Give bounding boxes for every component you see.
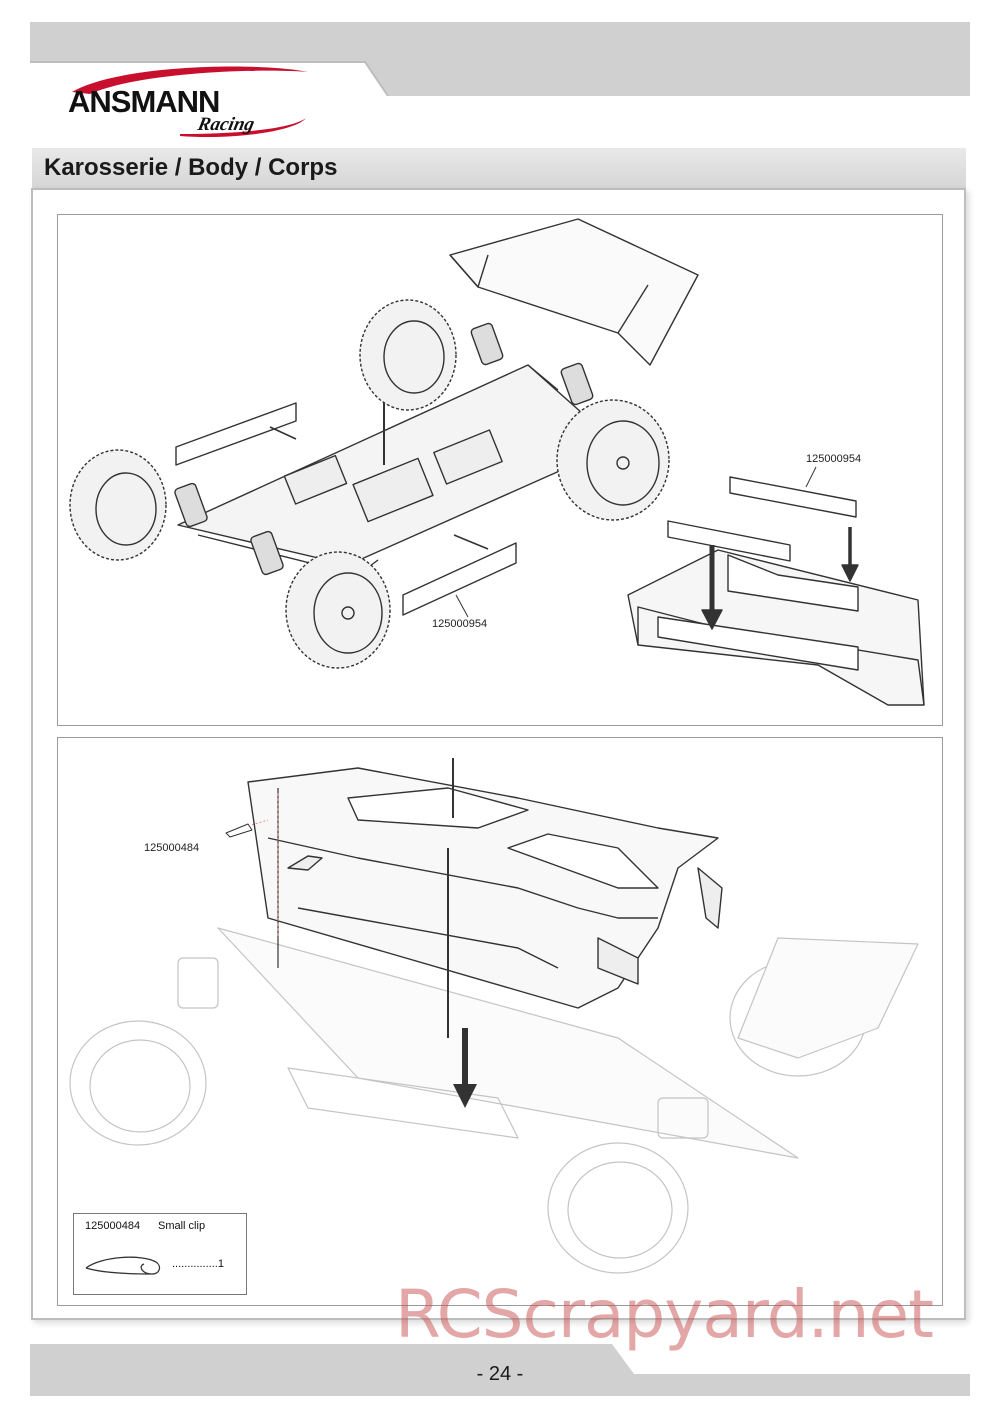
decal-label-left: 125000954 bbox=[432, 618, 488, 630]
page-number: - 24 - bbox=[476, 1363, 524, 1385]
content-frame bbox=[31, 188, 966, 1320]
brand-name: ANSMANN bbox=[68, 84, 220, 119]
brand-logo: ANSMANN Racing bbox=[60, 62, 310, 142]
small-clip-drawing-icon bbox=[85, 1256, 161, 1275]
brand-subname: Racing bbox=[195, 114, 257, 135]
step-1-panel: 125000954 125000954 bbox=[57, 214, 943, 726]
decal-label-right: 125000954 bbox=[806, 453, 862, 465]
parts-list-part-name: Small clip bbox=[158, 1220, 206, 1232]
faded-chassis bbox=[69, 927, 919, 1274]
clip-callout-label: 125000484 bbox=[144, 842, 200, 854]
parts-list-box: 125000484 Small clip ...............1 bbox=[73, 1213, 247, 1295]
body-shell bbox=[247, 767, 723, 1009]
wheel-front-right bbox=[285, 551, 391, 669]
section-title-bar: Karosserie / Body / Corps bbox=[32, 148, 966, 188]
header-band bbox=[30, 22, 970, 96]
small-clip-icon bbox=[225, 823, 253, 838]
chassis-illustration bbox=[69, 218, 925, 706]
wheel-rear-left bbox=[359, 299, 457, 411]
footer-band bbox=[30, 1344, 970, 1396]
step-2-panel: 125000484 125000484 Small clip .........… bbox=[57, 737, 943, 1306]
wheel-front-left bbox=[69, 449, 167, 561]
wheel-rear-right bbox=[556, 399, 670, 521]
parts-list-part-number: 125000484 bbox=[85, 1220, 141, 1232]
watermark-text: RCScrapyard.net bbox=[395, 1276, 934, 1353]
body-mounting-illustration bbox=[69, 758, 919, 1274]
logo-swoosh bbox=[72, 66, 308, 138]
page-title: Karosserie / Body / Corps bbox=[44, 154, 338, 181]
parts-list-quantity: ...............1 bbox=[172, 1258, 224, 1270]
